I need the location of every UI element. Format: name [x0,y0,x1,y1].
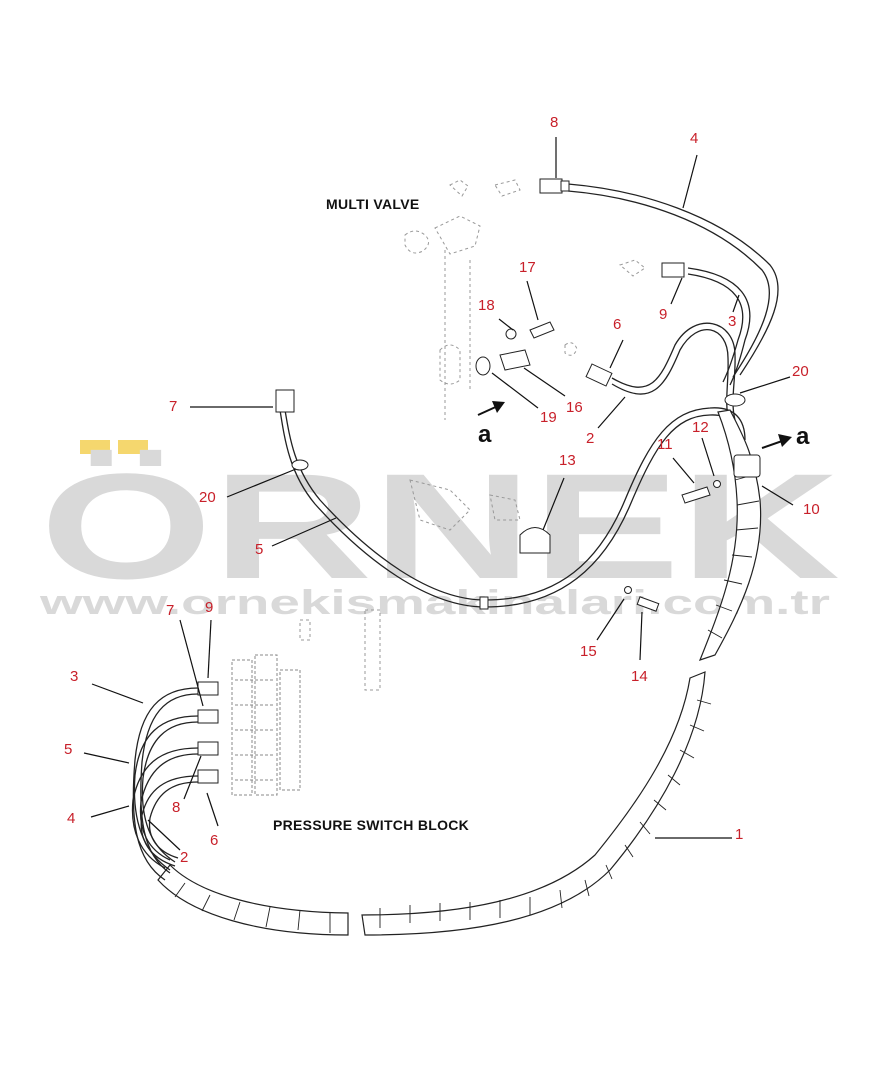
callout-12: 12 [692,419,709,436]
fitting-6-low [197,769,219,784]
hose-5 [275,389,746,610]
fitting-6-top [585,363,613,387]
view-label-a-right: a [796,423,810,450]
fitting-8-top [539,178,563,194]
clamp-10 [733,454,761,478]
callout-4-low: 4 [67,810,75,827]
callout-2-low: 2 [180,849,188,866]
callout-17: 17 [519,259,536,276]
fitting-8-low [197,741,219,756]
small-parts [475,321,721,612]
spiral-wrap-1 [157,393,762,936]
callout-11: 11 [657,436,673,453]
pressure-switch-block [231,654,301,796]
callout-8-low: 8 [172,799,180,816]
fitting-7-top [275,389,295,413]
callout-5-mid: 5 [255,541,263,558]
fitting-9-low [197,681,219,696]
hose-4-upper [539,178,779,378]
callouts: 8 4 9 3 17 18 6 7 19 16 2 20 11 12 13 20… [64,114,820,866]
leader-lines [83,137,794,851]
callout-6-low: 6 [210,832,218,849]
view-label-a-left: a [478,421,492,448]
fitting-9-top [661,262,685,278]
bolt-17 [529,321,555,339]
callout-9-top: 9 [659,306,667,323]
washer-12 [713,480,721,488]
multi-valve-outline [299,179,646,691]
callout-9-low: 9 [205,599,213,616]
clamp-16 [499,349,531,371]
callout-3-top: 3 [728,313,736,330]
callout-3-low: 3 [70,668,78,685]
callout-20-right: 20 [792,363,809,380]
washer-15 [624,586,632,594]
clamp-20-right [724,393,746,407]
fitting-7-low [197,709,219,724]
view-arrow-left: a [477,401,505,448]
bolt-14 [636,596,660,612]
washer-18 [505,328,517,340]
hose-3-upper [661,262,751,386]
callout-1: 1 [735,826,743,843]
pressure-switch-block-label: PRESSURE SWITCH BLOCK [273,817,469,833]
callout-20-left: 20 [199,489,216,506]
bolt-11 [681,486,711,504]
callout-4-top: 4 [690,130,698,147]
callout-19: 19 [540,409,557,426]
hose-2-upper [585,322,736,423]
callout-18: 18 [478,297,495,314]
clamp-13 [519,527,551,554]
lower-hose-bundle [131,681,219,881]
view-arrow-right: a [761,423,810,450]
callout-2-mid: 2 [586,430,594,447]
callout-6-top: 6 [613,316,621,333]
callout-10: 10 [803,501,820,518]
callout-14: 14 [631,668,648,685]
clamp-20-left [291,459,309,471]
callout-16: 16 [566,399,583,416]
spacer-19 [475,356,491,376]
callout-13: 13 [559,452,576,469]
callout-5-low: 5 [64,741,72,758]
callout-7-left: 7 [169,398,177,415]
multi-valve-label: MULTI VALVE [326,196,420,212]
callout-8-top: 8 [550,114,558,131]
callout-7-low: 7 [166,602,174,619]
callout-15: 15 [580,643,597,660]
